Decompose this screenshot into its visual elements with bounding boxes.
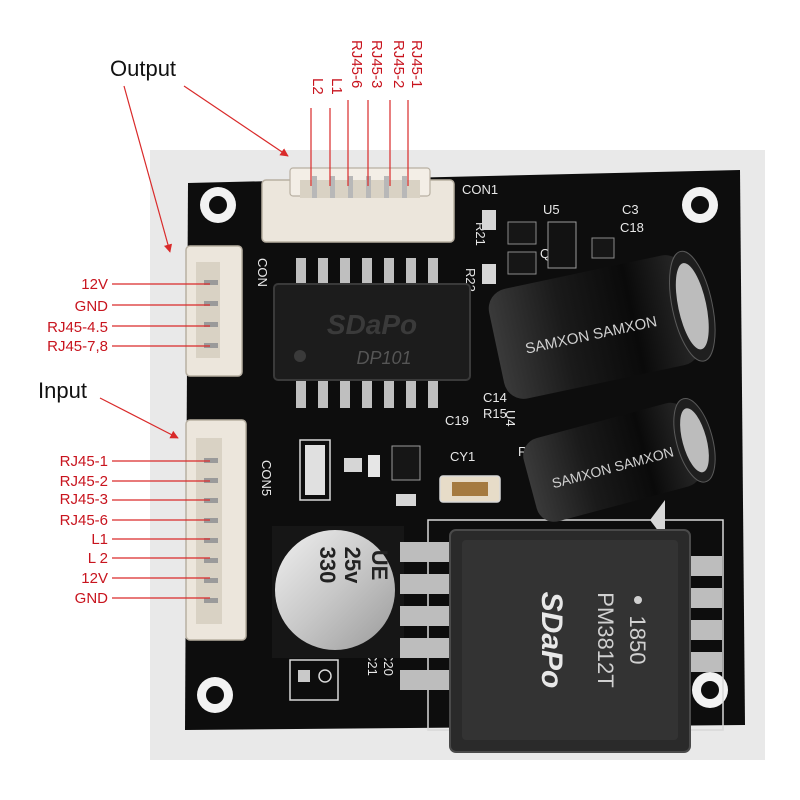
input-pin-lines [112,460,210,599]
silk-con-left: CON [255,258,270,287]
output-pin-label: RJ45-3 [368,40,385,88]
silk-con5: CON5 [259,460,274,496]
input-pin-label: GND [75,590,109,607]
silk-c14: C14 [483,390,507,405]
input-pin-label: L1 [91,531,108,548]
power-pin-label: 12V [81,276,108,293]
transformer-date-code: 1850 [625,616,650,665]
transformer-model: PM3812T [593,592,618,687]
power-pin-labels: 12V GND RJ45-4.5 RJ45-7,8 [47,276,108,355]
output-pin-label: RJ45-2 [390,40,407,88]
output-pin-label: RJ45-6 [348,40,365,88]
output-pin-labels: RJ45-1 RJ45-2 RJ45-3 RJ45-6 L1 L2 [309,40,425,95]
transformer-brand: SDaPo [535,592,568,689]
input-pin-label: L 2 [88,550,108,567]
mounting-hole-icon [692,672,728,708]
power-pin-label: GND [75,298,109,315]
capacitor-330: 330 25v UE [272,526,404,658]
output-connector [261,167,455,243]
chip-model: DP101 [356,348,411,368]
input-pin-label: 12V [81,570,108,587]
silk-cy1: CY1 [450,449,475,464]
silk-c18: C18 [620,220,644,235]
capacitor-330-line2: 25v [340,547,365,584]
input-pin-label: RJ45-6 [60,512,108,529]
output-pin-label: L1 [328,78,345,95]
power-pin-label: RJ45-7,8 [47,338,108,355]
capacitor-samxon-2: SAMXON SAMXON [523,397,716,522]
output-pin-label: RJ45-1 [408,40,425,88]
mounting-hole-icon [200,187,236,223]
input-header: Input [38,378,87,403]
silk-con1: CON1 [462,182,498,197]
input-pin-labels: RJ45-1 RJ45-2 RJ45-3 RJ45-6 L1 L 2 12V G… [60,453,109,607]
input-pin-label: RJ45-2 [60,473,108,490]
output-arrow-to-top [183,85,289,157]
power-connector [185,245,243,377]
silk-u5: U5 [543,202,560,217]
chip-brand: SDaPo [327,309,417,340]
power-pin-lines [112,283,210,347]
output-pin-lines [310,100,409,186]
silk-c3: C3 [622,202,639,217]
input-pin-label: RJ45-3 [60,491,108,508]
transformer-pm3812t: SDaPo PM3812T 1850 [400,529,722,753]
smd-components [344,210,615,506]
silk-c19: C19 [445,413,469,428]
chip-dp101: SDaPo DP101 [273,258,471,408]
output-pin-label: L2 [309,78,326,95]
silk-r15: R15 [483,406,507,421]
input-arrow [99,397,179,439]
silk-u4: U4 [503,410,518,427]
power-pin-label: RJ45-4.5 [47,319,108,336]
mounting-hole-icon [197,677,233,713]
input-connector [185,419,247,641]
capacitor-330-line3: UE [367,550,392,581]
output-arrow-to-power [123,85,173,253]
capacitor-samxon-1: SAMXON SAMXON [488,250,716,399]
mounting-hole-icon [682,187,718,223]
output-header: Output [110,56,176,81]
input-pin-label: RJ45-1 [60,453,108,470]
capacitor-330-line1: 330 [315,547,340,584]
